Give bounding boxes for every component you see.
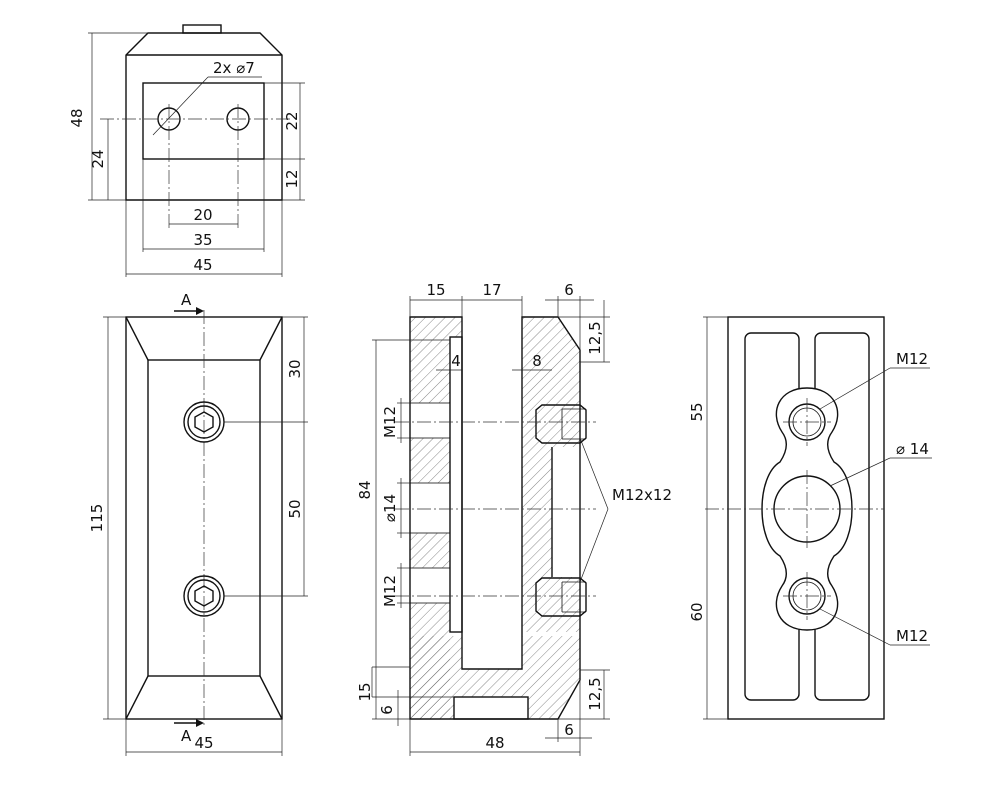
dim-12-5-top: 12,5 bbox=[586, 321, 604, 354]
dim-4: 4 bbox=[451, 352, 461, 370]
leader bbox=[829, 457, 891, 487]
chamfer-line bbox=[259, 316, 283, 361]
dim-35: 35 bbox=[193, 231, 212, 249]
dim-15-bottom: 15 bbox=[356, 682, 374, 701]
dim-d14: ⌀14 bbox=[381, 494, 399, 522]
section-base bbox=[410, 636, 580, 719]
hex-socket-icon bbox=[194, 585, 214, 607]
section-view: 15 17 6 12,5 4 8 84 M12 ⌀14 M12 bbox=[356, 281, 672, 756]
section-mark-bottom: A bbox=[181, 727, 192, 745]
thread-insert-top bbox=[535, 404, 587, 444]
dim-48: 48 bbox=[485, 734, 504, 752]
top-view-outline bbox=[125, 32, 283, 201]
bore-outline bbox=[409, 482, 451, 534]
right-view-outline bbox=[727, 316, 885, 720]
chamfer-line bbox=[259, 675, 283, 720]
bolt-head-top-inner bbox=[187, 405, 221, 439]
dim-17: 17 bbox=[482, 281, 501, 299]
top-view: 2x ⌀7 48 24 22 12 20 35 45 bbox=[68, 24, 305, 277]
chamfer-line bbox=[125, 675, 149, 720]
dim-24: 24 bbox=[89, 149, 107, 168]
bore-d14 bbox=[410, 483, 450, 533]
left-gap bbox=[449, 336, 463, 633]
dim-m12-top: M12 bbox=[381, 406, 399, 438]
label-m12-bottom: M12 bbox=[896, 627, 928, 645]
dim-20: 20 bbox=[193, 206, 212, 224]
thread-channel bbox=[552, 447, 580, 577]
top-view-recess bbox=[142, 82, 265, 160]
label-m12-top: M12 bbox=[896, 350, 928, 368]
dim-12-5-bottom: 12,5 bbox=[586, 677, 604, 710]
thread-leader bbox=[579, 508, 609, 583]
section-mark-top: A bbox=[181, 291, 192, 309]
dim-45: 45 bbox=[193, 256, 212, 274]
bolt-hole-bottom-outline bbox=[409, 567, 451, 604]
dim-55: 55 bbox=[688, 402, 706, 421]
section-arrow-icon bbox=[196, 719, 204, 727]
dim-84: 84 bbox=[356, 480, 374, 499]
dim-6-top: 6 bbox=[564, 281, 574, 299]
dim-115: 115 bbox=[88, 504, 106, 533]
holes-label: 2x ⌀7 bbox=[213, 59, 255, 77]
dim-45: 45 bbox=[194, 734, 213, 752]
bolt-hole-bottom bbox=[410, 568, 450, 603]
label-d14: ⌀ 14 bbox=[896, 440, 929, 458]
dim-12: 12 bbox=[283, 169, 301, 188]
dim-6-bottom-right: 6 bbox=[564, 721, 574, 739]
front-view: A A 115 30 50 45 bbox=[88, 291, 308, 756]
leader bbox=[819, 367, 891, 410]
dim-60: 60 bbox=[688, 602, 706, 621]
dim-15: 15 bbox=[426, 281, 445, 299]
thread-label: M12x12 bbox=[612, 486, 672, 504]
bolt-hole-top bbox=[410, 403, 450, 438]
dim-30: 30 bbox=[286, 359, 304, 378]
dim-22: 22 bbox=[283, 111, 301, 130]
thread-insert-bottom bbox=[535, 577, 587, 617]
leader bbox=[819, 608, 891, 646]
base-groove-outline bbox=[453, 696, 529, 720]
holes-leader bbox=[152, 76, 209, 136]
section-arrow-icon bbox=[196, 307, 204, 315]
right-view: M12 ⌀ 14 M12 55 60 bbox=[688, 316, 932, 720]
dim-m12-bottom: M12 bbox=[381, 575, 399, 607]
bolt-hole-top-outline bbox=[409, 402, 451, 439]
dim-48: 48 bbox=[68, 108, 86, 127]
chamfer-line bbox=[125, 316, 149, 361]
bolt-head-bottom-inner bbox=[187, 579, 221, 613]
top-view-key bbox=[182, 24, 222, 34]
dim-6-bottom-left: 6 bbox=[378, 705, 396, 715]
section-slot bbox=[462, 317, 522, 669]
base-groove bbox=[454, 697, 528, 719]
section-left-top bbox=[450, 317, 462, 337]
hex-socket-icon bbox=[194, 411, 214, 433]
dim-8: 8 bbox=[532, 352, 542, 370]
thread-leader bbox=[579, 437, 609, 510]
dim-50: 50 bbox=[286, 499, 304, 518]
